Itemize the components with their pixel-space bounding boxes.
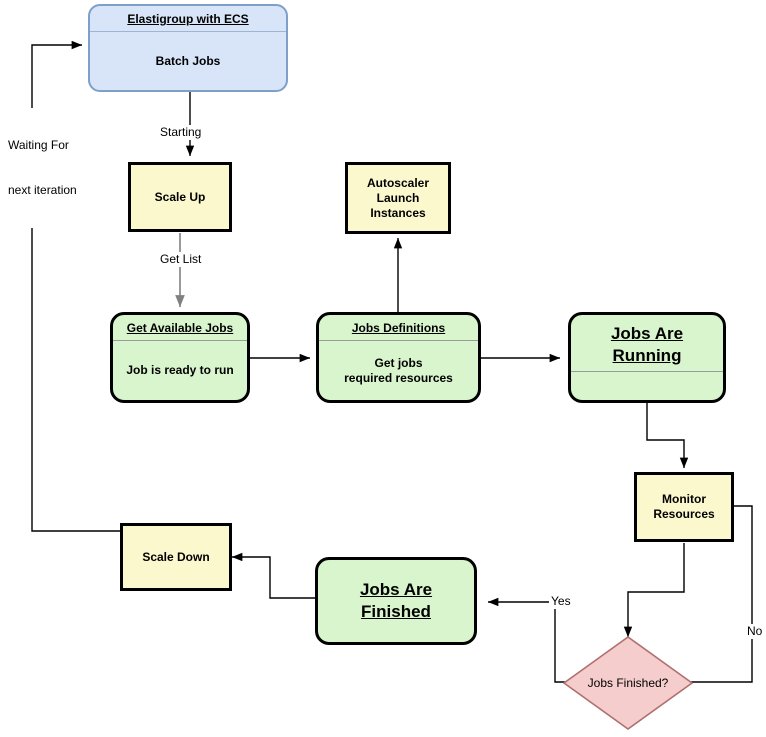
node-scale-up[interactable]: Scale Up — [128, 162, 232, 232]
node-elastigroup-with-ecs[interactable]: Elastigroup with ECS Batch Jobs — [88, 4, 288, 92]
node-jobs-finished-decision[interactable]: Jobs Finished? — [562, 635, 694, 731]
node-jobs-are-running-line1: Jobs Are — [610, 324, 684, 343]
edge-label-yes: Yes — [549, 594, 573, 609]
node-jobs-are-finished[interactable]: Jobs Are Finished — [315, 557, 477, 645]
node-jobs-finished-decision-label: Jobs Finished? — [587, 676, 669, 690]
node-get-available-jobs-divider — [113, 340, 247, 341]
node-monitor-resources-line2: Resources — [653, 507, 715, 521]
node-jobs-are-running-title: Jobs Are Running — [571, 315, 723, 371]
edge-label-waiting: Waiting For next iteration — [6, 108, 79, 228]
diamond-shape — [562, 636, 694, 730]
node-get-available-jobs-title: Get Available Jobs — [126, 321, 234, 335]
node-get-available-jobs[interactable]: Get Available Jobs Job is ready to run — [110, 312, 250, 403]
node-monitor-resources-line1: Monitor — [662, 492, 706, 506]
node-autoscaler-line3: Instances — [370, 205, 426, 220]
node-jobs-are-running-line2: Running — [612, 346, 682, 365]
node-jobs-are-running[interactable]: Jobs Are Running — [568, 312, 726, 403]
node-jobs-are-finished-line2: Finished — [361, 602, 431, 621]
node-scale-down[interactable]: Scale Down — [120, 523, 232, 591]
node-jobs-are-finished-title: Jobs Are Finished — [318, 560, 474, 642]
node-elastigroup-divider — [90, 31, 286, 32]
node-monitor-resources[interactable]: Monitor Resources — [634, 472, 734, 542]
node-get-available-jobs-body: Job is ready to run — [126, 363, 234, 377]
node-jobs-definitions-body-line1: Get jobs — [374, 355, 423, 370]
edge-label-starting: Starting — [158, 125, 204, 140]
edge-decision-yes-to-jobsfinished — [487, 597, 565, 683]
node-scale-up-label: Scale Up — [154, 189, 206, 204]
node-elastigroup-title: Elastigroup with ECS — [127, 12, 249, 26]
node-autoscaler-line1: Autoscaler — [366, 175, 430, 190]
edge-label-get-list: Get List — [158, 252, 204, 267]
node-jobs-definitions-title: Jobs Definitions — [351, 321, 446, 335]
node-jobs-definitions-body: Get jobs required resources — [319, 341, 478, 400]
node-elastigroup-body: Batch Jobs — [155, 54, 221, 68]
node-jobs-definitions-body-line2: required resources — [344, 370, 453, 385]
node-jobs-definitions[interactable]: Jobs Definitions Get jobs required resou… — [316, 312, 481, 403]
node-jobs-are-running-body — [571, 372, 723, 400]
node-autoscaler-launch-instances[interactable]: Autoscaler Launch Instances — [345, 162, 451, 234]
node-jobs-are-running-divider — [571, 371, 723, 372]
node-scale-down-label: Scale Down — [142, 549, 210, 564]
edge-jobsfinished-to-scaledown — [231, 552, 315, 599]
node-jobs-are-finished-line1: Jobs Are — [359, 580, 433, 599]
node-autoscaler-line2: Launch — [376, 190, 420, 205]
edge-label-no: No — [745, 624, 765, 639]
edge-label-waiting-line2: next iteration — [8, 183, 77, 197]
node-jobs-definitions-divider — [319, 340, 478, 341]
edge-label-waiting-line1: Waiting For — [8, 138, 69, 152]
edge-monitor-to-decision — [623, 543, 685, 638]
edge-jobsrunning-to-monitor — [646, 401, 689, 469]
